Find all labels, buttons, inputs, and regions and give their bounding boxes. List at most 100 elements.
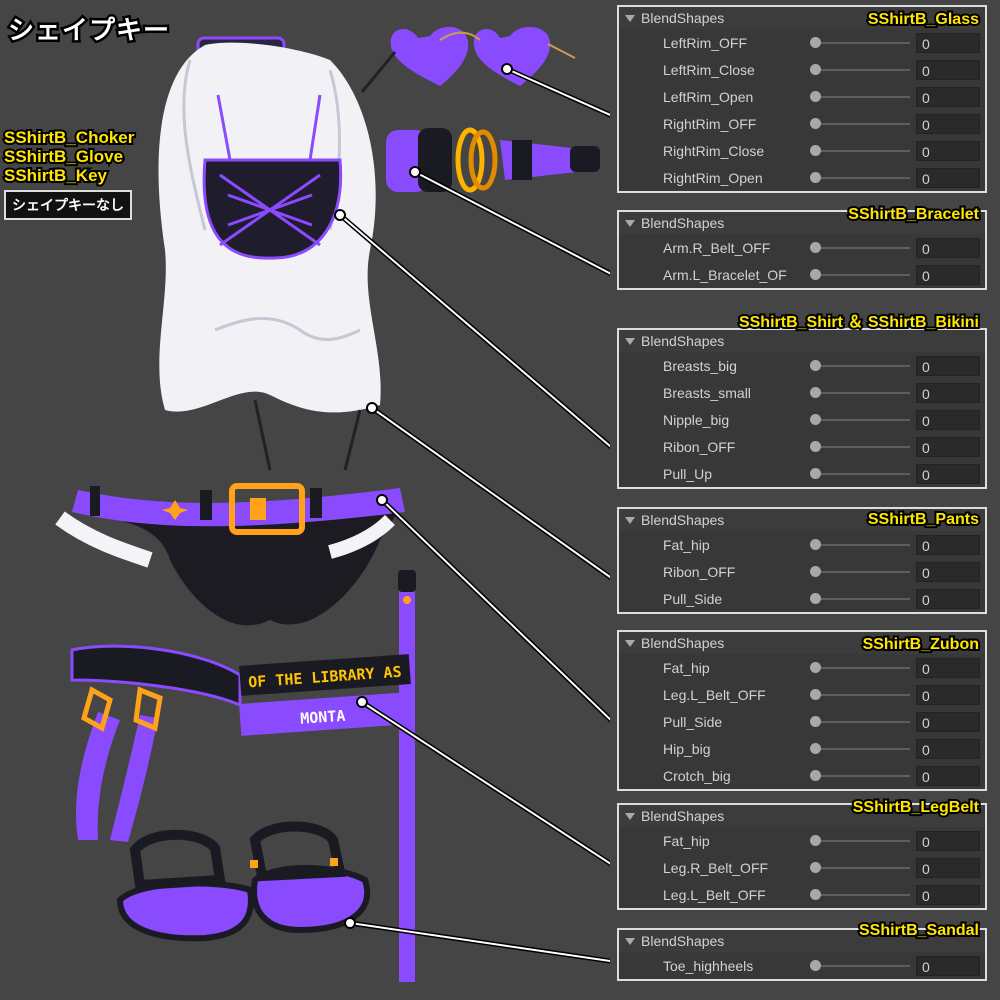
slider-track[interactable] xyxy=(816,418,910,421)
blendshape-slider[interactable] xyxy=(810,265,910,285)
slider-track[interactable] xyxy=(816,893,910,896)
blendshape-value-field[interactable]: 0 xyxy=(916,355,980,376)
blendshape-value-field[interactable]: 0 xyxy=(916,657,980,678)
blendshape-value-field[interactable]: 0 xyxy=(916,955,980,976)
blendshape-value-field[interactable]: 0 xyxy=(916,167,980,188)
slider-knob[interactable] xyxy=(810,467,821,479)
slider-track[interactable] xyxy=(816,774,910,777)
blendshapes-foldout[interactable]: BlendShapes xyxy=(619,930,985,952)
blendshape-slider[interactable] xyxy=(810,712,910,732)
blendshape-value-field[interactable]: 0 xyxy=(916,463,980,484)
blendshape-slider[interactable] xyxy=(810,437,910,457)
blendshapes-foldout[interactable]: BlendShapes xyxy=(619,330,985,352)
slider-track[interactable] xyxy=(816,122,910,125)
blendshape-value-field[interactable]: 0 xyxy=(916,561,980,582)
blendshape-value-field[interactable]: 0 xyxy=(916,738,980,759)
blendshapes-foldout[interactable]: BlendShapes xyxy=(619,7,985,29)
slider-track[interactable] xyxy=(816,176,910,179)
slider-track[interactable] xyxy=(816,149,910,152)
slider-track[interactable] xyxy=(816,445,910,448)
blendshape-slider[interactable] xyxy=(810,33,910,53)
slider-track[interactable] xyxy=(816,273,910,276)
foldout-triangle-icon[interactable] xyxy=(625,639,635,647)
blendshape-slider[interactable] xyxy=(810,766,910,786)
blendshape-value-field[interactable]: 0 xyxy=(916,237,980,258)
foldout-triangle-icon[interactable] xyxy=(625,812,635,820)
slider-track[interactable] xyxy=(816,693,910,696)
slider-knob[interactable] xyxy=(810,592,821,604)
blendshape-value-field[interactable]: 0 xyxy=(916,588,980,609)
slider-track[interactable] xyxy=(816,543,910,546)
blendshape-slider[interactable] xyxy=(810,141,910,161)
slider-knob[interactable] xyxy=(810,861,821,873)
blendshape-value-field[interactable]: 0 xyxy=(916,830,980,851)
blendshape-slider[interactable] xyxy=(810,858,910,878)
slider-knob[interactable] xyxy=(810,888,821,900)
blendshape-value-field[interactable]: 0 xyxy=(916,765,980,786)
slider-track[interactable] xyxy=(816,95,910,98)
blendshape-value-field[interactable]: 0 xyxy=(916,86,980,107)
blendshape-value-field[interactable]: 0 xyxy=(916,684,980,705)
slider-track[interactable] xyxy=(816,68,910,71)
slider-track[interactable] xyxy=(816,747,910,750)
blendshape-value-field[interactable]: 0 xyxy=(916,436,980,457)
slider-knob[interactable] xyxy=(810,715,821,727)
blendshapes-foldout[interactable]: BlendShapes xyxy=(619,212,985,234)
slider-track[interactable] xyxy=(816,666,910,669)
slider-track[interactable] xyxy=(816,570,910,573)
blendshapes-foldout[interactable]: BlendShapes xyxy=(619,509,985,531)
blendshape-value-field[interactable]: 0 xyxy=(916,857,980,878)
slider-knob[interactable] xyxy=(810,661,821,673)
blendshape-value-field[interactable]: 0 xyxy=(916,113,980,134)
slider-knob[interactable] xyxy=(810,117,821,129)
blendshape-slider[interactable] xyxy=(810,60,910,80)
foldout-triangle-icon[interactable] xyxy=(625,937,635,945)
blendshape-slider[interactable] xyxy=(810,589,910,609)
slider-track[interactable] xyxy=(816,964,910,967)
slider-knob[interactable] xyxy=(810,36,821,48)
blendshape-slider[interactable] xyxy=(810,383,910,403)
blendshape-slider[interactable] xyxy=(810,685,910,705)
slider-knob[interactable] xyxy=(810,90,821,102)
slider-track[interactable] xyxy=(816,472,910,475)
foldout-triangle-icon[interactable] xyxy=(625,14,635,22)
blendshape-value-field[interactable]: 0 xyxy=(916,140,980,161)
blendshape-slider[interactable] xyxy=(810,956,910,976)
slider-track[interactable] xyxy=(816,41,910,44)
blendshape-value-field[interactable]: 0 xyxy=(916,382,980,403)
blendshape-slider[interactable] xyxy=(810,885,910,905)
blendshape-value-field[interactable]: 0 xyxy=(916,264,980,285)
slider-knob[interactable] xyxy=(810,268,821,280)
blendshape-slider[interactable] xyxy=(810,238,910,258)
blendshape-slider[interactable] xyxy=(810,464,910,484)
blendshape-value-field[interactable]: 0 xyxy=(916,534,980,555)
blendshape-slider[interactable] xyxy=(810,168,910,188)
slider-knob[interactable] xyxy=(810,440,821,452)
blendshape-slider[interactable] xyxy=(810,739,910,759)
slider-knob[interactable] xyxy=(810,742,821,754)
slider-knob[interactable] xyxy=(810,413,821,425)
slider-knob[interactable] xyxy=(810,144,821,156)
slider-knob[interactable] xyxy=(810,959,821,971)
blendshape-slider[interactable] xyxy=(810,87,910,107)
blendshape-value-field[interactable]: 0 xyxy=(916,409,980,430)
slider-track[interactable] xyxy=(816,364,910,367)
blendshape-value-field[interactable]: 0 xyxy=(916,59,980,80)
blendshape-slider[interactable] xyxy=(810,658,910,678)
slider-knob[interactable] xyxy=(810,63,821,75)
slider-knob[interactable] xyxy=(810,386,821,398)
blendshape-slider[interactable] xyxy=(810,831,910,851)
slider-track[interactable] xyxy=(816,720,910,723)
foldout-triangle-icon[interactable] xyxy=(625,337,635,345)
blendshape-value-field[interactable]: 0 xyxy=(916,32,980,53)
slider-knob[interactable] xyxy=(810,834,821,846)
blendshape-slider[interactable] xyxy=(810,535,910,555)
blendshape-slider[interactable] xyxy=(810,562,910,582)
slider-knob[interactable] xyxy=(810,538,821,550)
slider-knob[interactable] xyxy=(810,565,821,577)
slider-knob[interactable] xyxy=(810,769,821,781)
blendshape-slider[interactable] xyxy=(810,410,910,430)
slider-track[interactable] xyxy=(816,391,910,394)
blendshapes-foldout[interactable]: BlendShapes xyxy=(619,632,985,654)
blendshape-value-field[interactable]: 0 xyxy=(916,884,980,905)
